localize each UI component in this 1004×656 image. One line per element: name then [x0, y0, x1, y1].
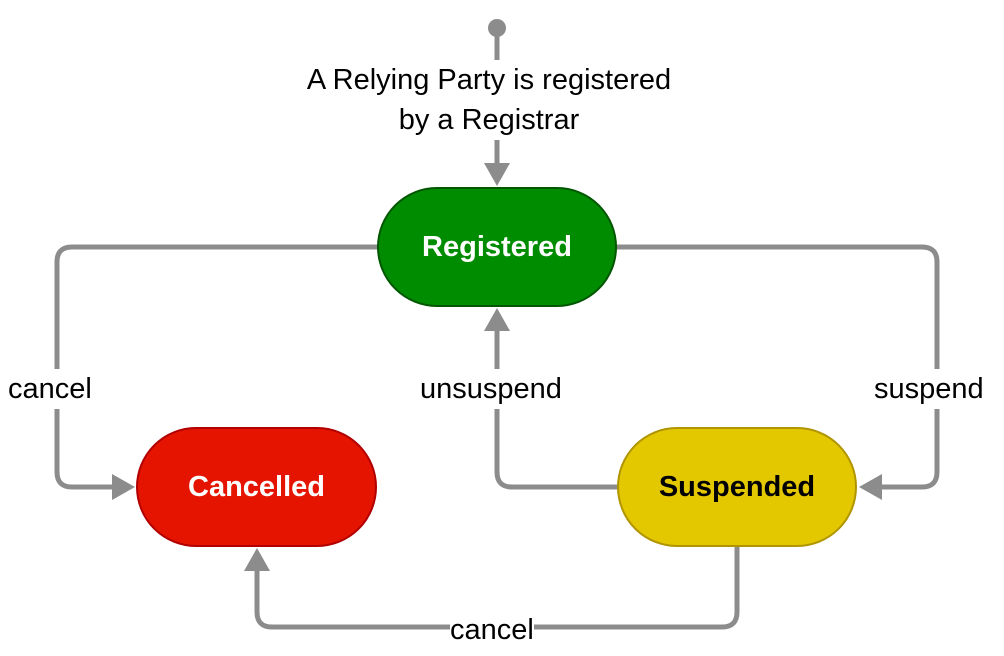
edge-cancel-left — [54, 244, 380, 490]
arrowhead-cancel-left — [112, 474, 135, 500]
initial-transition-label: A Relying Party is registered by a Regis… — [280, 60, 698, 140]
transition-label-suspend: suspend — [874, 369, 984, 409]
transition-label-cancel-left: cancel — [8, 369, 92, 409]
initial-label-line1: A Relying Party is registered — [306, 64, 672, 96]
transition-label-cancel-bottom: cancel — [450, 610, 534, 650]
state-suspended: Suspended — [617, 427, 857, 547]
edge-suspend — [614, 244, 940, 490]
transition-label-unsuspend: unsuspend — [420, 369, 562, 409]
state-cancelled-label: Cancelled — [188, 470, 325, 503]
state-registered: Registered — [377, 187, 617, 307]
arrowhead-unsuspend — [484, 308, 510, 331]
edge-unsuspend — [494, 313, 620, 490]
initial-state-dot — [488, 19, 506, 37]
arrowhead-cancel-bottom — [244, 548, 270, 571]
initial-label-line2: by a Registrar — [398, 104, 580, 136]
arrowhead-initial — [484, 163, 510, 186]
state-registered-label: Registered — [422, 230, 572, 263]
state-suspended-label: Suspended — [658, 470, 816, 503]
arrowhead-suspend — [859, 474, 882, 500]
state-cancelled: Cancelled — [136, 427, 377, 547]
